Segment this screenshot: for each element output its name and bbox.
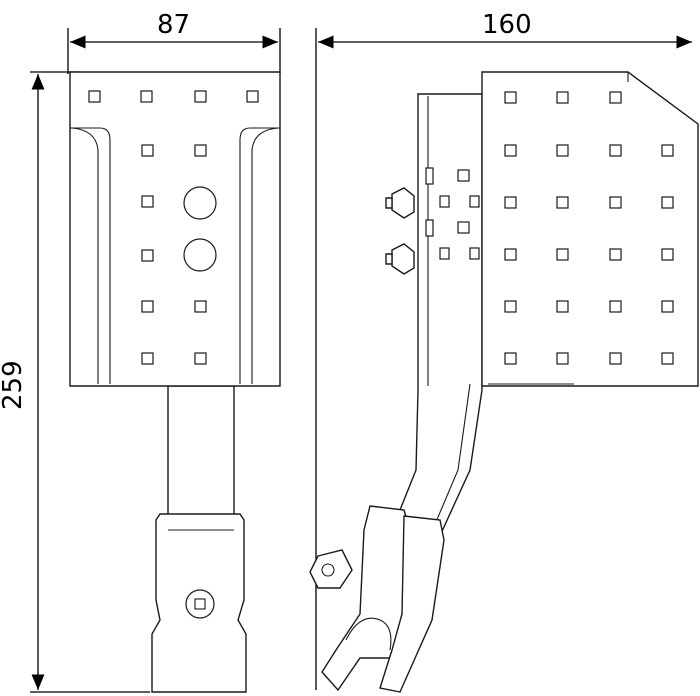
front-view xyxy=(69,71,281,693)
dimension-label-width-front: 87 xyxy=(157,10,191,40)
side-view xyxy=(309,71,699,693)
side-step-plate xyxy=(481,71,699,387)
dimension-label-width-side: 160 xyxy=(482,10,532,40)
side-bent-tube xyxy=(386,93,483,541)
side-bolt-icon xyxy=(391,187,415,219)
front-clamp-bolt-icon xyxy=(185,589,215,619)
dimension-width-front xyxy=(67,28,281,74)
front-tube xyxy=(167,385,235,527)
dimension-label-height: 259 xyxy=(0,360,28,410)
front-mount-hole-icon xyxy=(183,186,217,220)
front-top-plate xyxy=(69,71,281,387)
side-clamp-nut-icon xyxy=(309,549,353,589)
side-bolt-icon xyxy=(391,243,415,275)
front-mount-hole-icon xyxy=(183,238,217,272)
